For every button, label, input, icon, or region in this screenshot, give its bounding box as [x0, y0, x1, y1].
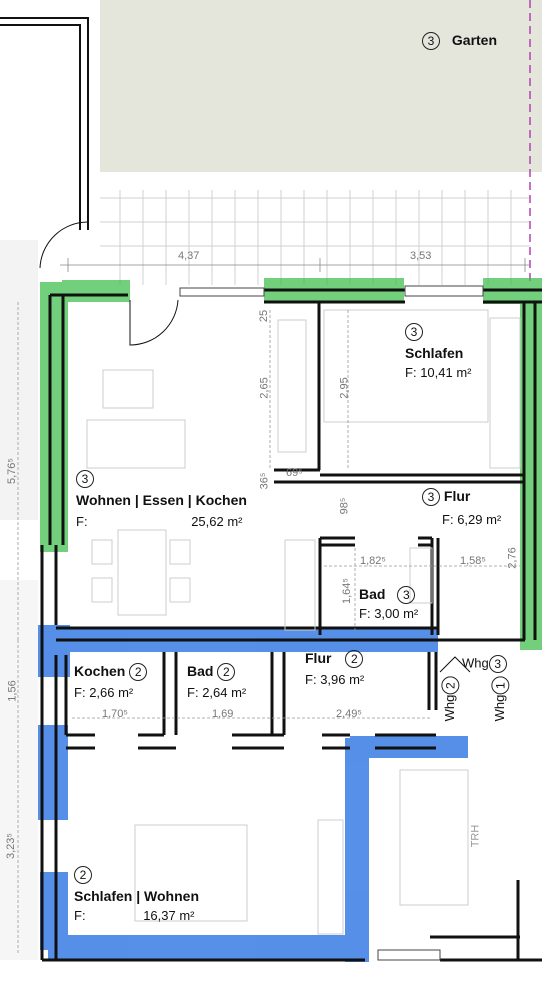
room-area: F: 3,96 m²	[305, 672, 364, 687]
room-number: 3	[405, 323, 423, 341]
room-wohnen: 3 Wohnen | Essen | Kochen F: 25,62 m²	[76, 470, 247, 529]
room-schlafen-wohnen-2: 2 Schlafen | Wohnen F: 16,37 m²	[74, 866, 199, 923]
neighbor-block-lower	[0, 580, 38, 960]
area-value: 25,62 m²	[191, 514, 243, 530]
room-name: Flur	[305, 650, 332, 666]
area-value: 3,96 m²	[320, 672, 365, 688]
dim-small-985: 98⁵	[338, 497, 351, 515]
room-name: Schlafen	[405, 345, 464, 362]
dim-left-156: 1,56	[6, 680, 19, 702]
dim-schlafen-height: 2,95	[338, 377, 351, 399]
room-name: Bad	[359, 586, 386, 602]
room-flur-3: 3 Flur F: 6,29 m²	[422, 488, 501, 527]
room-area: F: 2,66 m²	[74, 685, 147, 700]
room-area: F: 10,41 m²	[405, 365, 472, 380]
area-value: 2,66 m²	[89, 685, 134, 701]
dim-top-right: 3,53	[410, 250, 432, 262]
room-name: Schlafen | Wohnen	[74, 888, 200, 905]
room-number: 2	[74, 866, 92, 884]
room-name: Wohnen | Essen | Kochen	[76, 492, 247, 509]
room-area: F: 25,62 m²	[76, 514, 247, 529]
room-area: F: 2,64 m²	[187, 685, 246, 700]
area-prefix: F:	[187, 685, 199, 701]
area-value: 2,64 m²	[202, 685, 247, 701]
apt-number: 3	[488, 655, 507, 673]
garden-walls	[0, 17, 89, 230]
dim-left-3235: 3,23⁵	[4, 833, 17, 859]
room-schlafen-3: 3 Schlafen F: 10,41 m²	[405, 323, 472, 380]
area-prefix: F:	[305, 672, 317, 688]
room-area: F: 3,00 m²	[359, 606, 418, 621]
windows	[179, 285, 484, 961]
room-number: 3	[397, 586, 416, 605]
area-prefix: F:	[442, 512, 454, 528]
dim-small-69: 69⁵	[286, 467, 303, 479]
room-number: 2	[345, 650, 364, 669]
area-prefix: F:	[405, 365, 417, 381]
dim-bad2-width: 1,69	[212, 708, 234, 720]
area-prefix: F:	[359, 606, 371, 622]
apt-text: Whg	[491, 694, 507, 722]
doors	[129, 299, 471, 673]
apt-text: Whg	[462, 655, 489, 671]
area-prefix: F:	[74, 685, 86, 701]
area-value: 6,29 m²	[457, 512, 502, 528]
room-kochen-2: Kochen 2 F: 2,66 m²	[74, 663, 148, 700]
dimension-lines	[17, 302, 520, 955]
room-number: 3	[422, 488, 440, 507]
room-name: Bad	[187, 663, 214, 679]
area-value: 3,00 m²	[374, 606, 419, 622]
dimension-line-top	[60, 258, 530, 272]
dim-flur-width: 1,58⁵	[460, 555, 486, 567]
dim-small-365: 36⁵	[258, 472, 271, 490]
dim-top-left: 4,37	[178, 250, 200, 262]
apartment-label-2: Whg2	[441, 676, 460, 722]
garden-number: 3	[422, 32, 440, 51]
dim-flur2-width: 2,49⁵	[336, 708, 362, 720]
apartment-label-1: Whg1	[491, 676, 510, 722]
dim-bad-width: 1,82⁵	[360, 555, 386, 567]
apt-number: 1	[491, 676, 510, 695]
garden-area	[100, 0, 542, 172]
room-bad-3: Bad 3 F: 3,00 m²	[359, 586, 418, 621]
apt-text: Whg	[441, 694, 457, 722]
terrace-grid	[100, 190, 530, 285]
furniture	[86, 309, 521, 935]
dim-bad-height: 1,64⁵	[340, 578, 353, 604]
dim-small-25: 25	[258, 309, 271, 323]
area-prefix: F:	[76, 514, 88, 530]
room-number: 3	[76, 470, 94, 488]
area-value: 10,41 m²	[420, 365, 472, 381]
room-name: Flur	[443, 488, 471, 504]
dim-wohnen-height: 2,65	[258, 377, 271, 399]
stair-label: TRH	[469, 824, 482, 848]
room-area: F: 16,37 m²	[74, 908, 199, 923]
room-number: 2	[217, 663, 236, 682]
garden-label: 3 Garten	[422, 32, 498, 51]
garden-text: Garten	[451, 32, 498, 48]
room-name: Kochen	[74, 663, 126, 679]
area-value: 16,37 m²	[143, 908, 195, 924]
dim-right-276: 2,76	[506, 547, 519, 569]
area-prefix: F:	[74, 908, 86, 924]
room-number: 2	[129, 663, 148, 682]
walls	[40, 288, 542, 962]
room-area: F: 6,29 m²	[442, 512, 501, 527]
garden-door-arc	[39, 221, 89, 269]
neighbor-block	[0, 240, 38, 520]
room-bad-2: Bad 2 F: 2,64 m²	[187, 663, 246, 700]
apt-number: 2	[441, 676, 460, 695]
dim-kochen-width: 1,70⁵	[102, 708, 128, 720]
dim-left-outer: 5,76⁵	[5, 458, 18, 484]
room-flur-2: Flur 2 F: 3,96 m²	[305, 650, 364, 687]
